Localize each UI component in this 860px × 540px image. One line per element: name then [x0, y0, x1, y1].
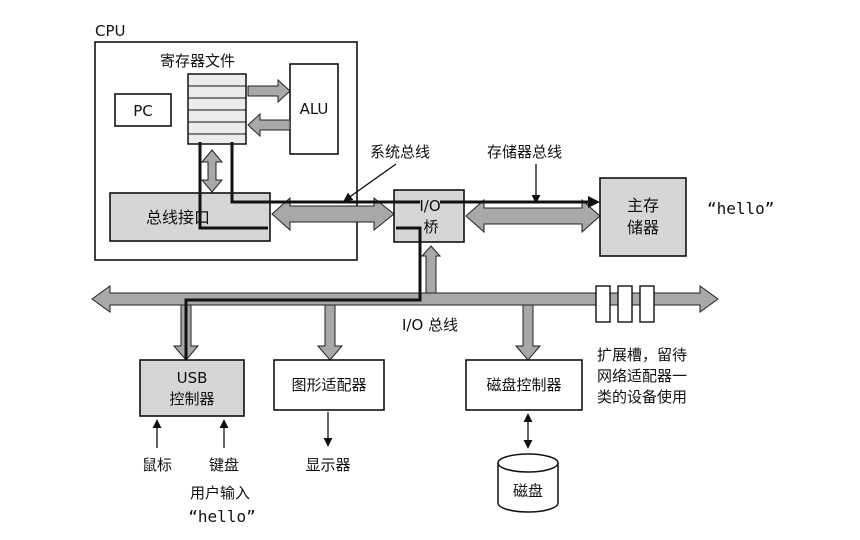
data-flow-wire-bus	[198, 142, 268, 230]
register-file	[187, 73, 247, 145]
memory-hello-label: “hello”	[707, 199, 774, 218]
graphics-adapter-box	[273, 359, 385, 411]
display-label: 显示器	[305, 456, 350, 474]
keyboard-label: 键盘	[209, 456, 239, 474]
reg-to-alu-arrow	[247, 78, 291, 104]
mouse-label: 鼠标	[142, 456, 172, 474]
system-bus-label: 系统总线	[370, 143, 430, 161]
disk-icon	[497, 453, 559, 513]
io-bridge-label-2: 桥	[423, 218, 438, 236]
memory-bus	[465, 198, 601, 234]
io-bridge-label-1: I/O	[419, 197, 440, 215]
disk-controller-box	[465, 359, 583, 411]
disk-label: 磁盘	[513, 482, 543, 500]
reg-bus-vertical-arrow	[200, 149, 224, 193]
usb-controller-label-1: USB	[177, 369, 208, 387]
user-input-label-2: “hello”	[188, 507, 255, 526]
user-input-label-1: 用户输入	[190, 484, 250, 502]
bus-interface-label: 总线接口	[146, 208, 210, 227]
expansion-note-1: 扩展槽，留待	[597, 346, 687, 364]
cpu-box	[94, 41, 358, 261]
main-memory-label-1: 主存	[627, 196, 659, 215]
data-flow-wire-io	[396, 226, 422, 236]
cpu-label: CPU	[95, 22, 126, 40]
bridge-io-vertical	[420, 245, 442, 294]
alu-box	[289, 63, 339, 155]
data-flow-wire-head	[588, 196, 600, 208]
io-bridge-box	[393, 189, 465, 243]
disk-controller-label: 磁盘控制器	[486, 376, 561, 394]
expansion-note-3: 类的设备使用	[597, 388, 687, 406]
memory-bus-label: 存储器总线	[487, 143, 562, 161]
usb-input-wire	[184, 236, 422, 362]
graphics-adapter-label: 图形适配器	[291, 376, 366, 394]
io-bus-label: I/O 总线	[402, 316, 458, 334]
pc-box	[114, 93, 172, 127]
drop-graphics	[316, 304, 344, 361]
system-bus-pointer	[343, 163, 397, 202]
usb-controller-label-2: 控制器	[169, 390, 214, 408]
alu-label: ALU	[300, 100, 329, 118]
main-memory-box	[599, 177, 687, 257]
usb-controller-box	[139, 359, 245, 417]
alu-to-reg-arrow	[247, 112, 291, 138]
data-flow-wire-system	[230, 142, 420, 204]
register-file-label: 寄存器文件	[160, 52, 235, 70]
pc-label: PC	[133, 102, 153, 120]
main-memory-label-2: 储器	[627, 218, 659, 237]
drop-disk-ctrl	[514, 304, 542, 361]
expansion-slots	[595, 285, 655, 323]
expansion-note-2: 网络适配器一	[597, 367, 687, 385]
